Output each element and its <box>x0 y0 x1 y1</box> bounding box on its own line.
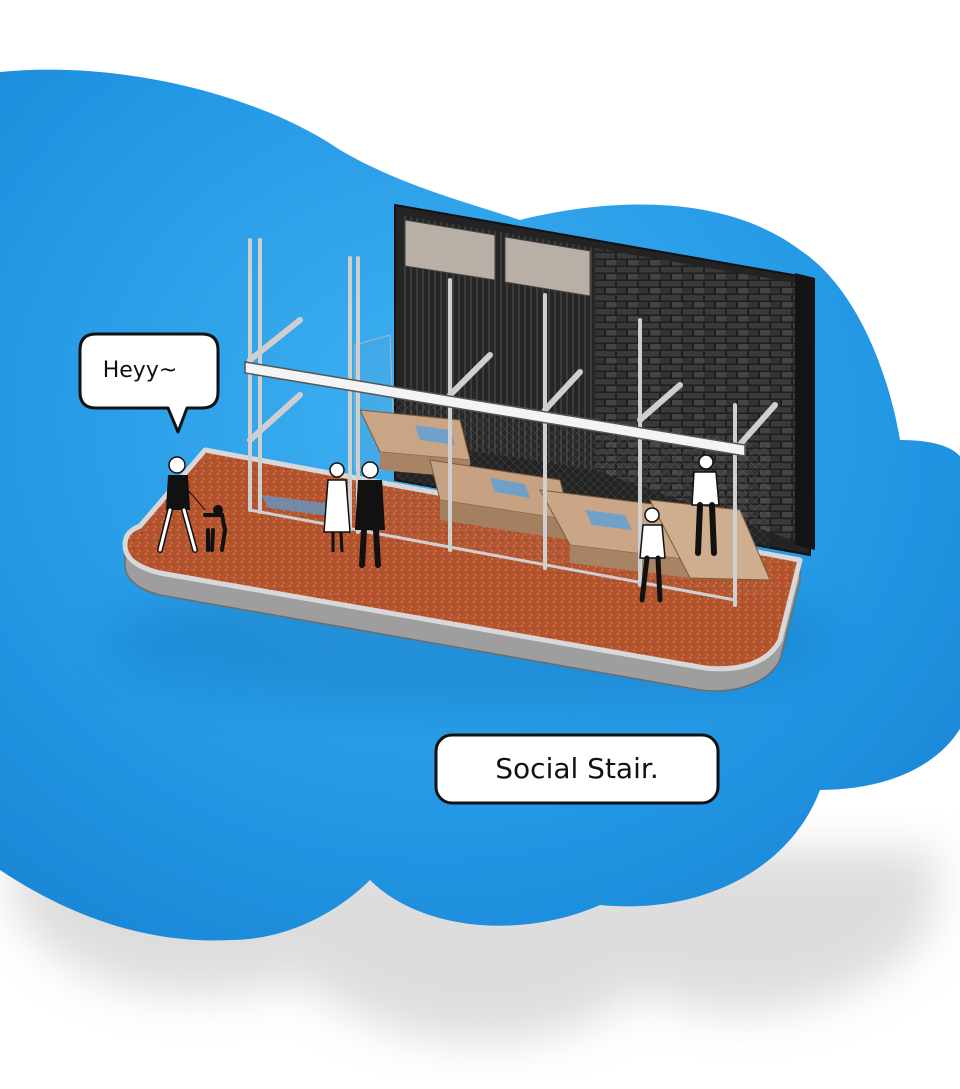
wall-light-panel <box>404 219 496 281</box>
dog <box>203 505 228 552</box>
person-black-coat <box>355 461 385 568</box>
top-beam <box>244 361 746 457</box>
title-label-text: Social Stair. <box>495 752 658 785</box>
title-label: Social Stair. <box>434 733 720 805</box>
person-walking-dog <box>157 456 206 553</box>
speech-bubble-text: Heyy~ <box>103 358 178 383</box>
wall-light-panel <box>504 236 591 297</box>
person-on-platform <box>691 454 720 556</box>
person-white-coat <box>323 462 351 553</box>
person-standing-arms-crossed <box>639 507 666 603</box>
speech-bubble: Heyy~ <box>78 332 220 434</box>
